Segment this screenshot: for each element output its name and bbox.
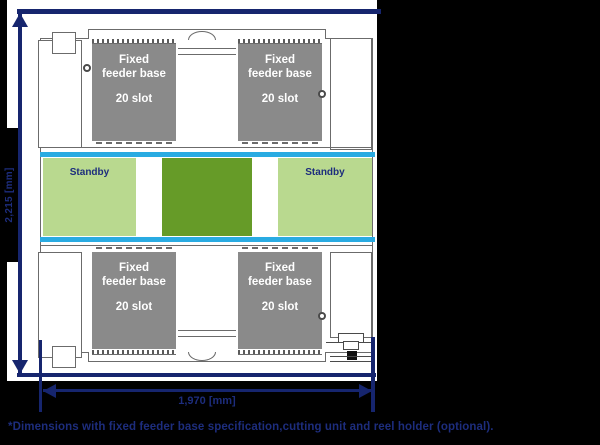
feeder-base-label-line: feeder base <box>102 276 166 288</box>
footnote-text: *Dimensions with fixed feeder base speci… <box>8 421 494 433</box>
monitor-box-top-left <box>52 32 76 54</box>
feeder-base-label-line: Fixed <box>264 262 296 274</box>
center-gap-line <box>178 48 236 49</box>
center-work-zone <box>162 158 252 236</box>
knob-icon <box>318 90 326 98</box>
extension-line-left <box>39 340 42 412</box>
standby-label: Standby <box>305 167 345 178</box>
cabinet-bottom-right <box>330 252 372 338</box>
standby-zone-left: Standby <box>43 158 136 236</box>
feeder-base-label-line: feeder base <box>248 68 312 80</box>
feeder-base-bottom-left: Fixed feeder base 20 slot <box>92 252 176 349</box>
center-gap-line <box>178 336 236 337</box>
option-widget-block <box>347 351 357 360</box>
bottom-boundary-line <box>17 373 376 377</box>
bottom-block-base-line <box>40 245 372 246</box>
feeder-base-label-line: Fixed <box>118 54 150 66</box>
dimension-arrow-up-icon <box>12 13 28 27</box>
slot-tick-line <box>242 247 318 249</box>
feeder-base-label-line: Fixed <box>118 262 150 274</box>
feeder-slots-bottom-right <box>238 350 322 355</box>
feeder-base-label-line: Fixed <box>264 54 296 66</box>
top-block-base-line <box>40 147 372 148</box>
cabinet-top-right <box>330 38 372 150</box>
knob-icon <box>83 64 91 72</box>
cabinet-top-left <box>38 40 82 148</box>
feeder-base-slot-count: 20 slot <box>261 301 299 313</box>
conveyor-rail-top <box>40 152 375 157</box>
dimension-arrow-left-icon <box>43 384 56 398</box>
option-widget-line <box>330 361 372 362</box>
option-widget-line <box>330 356 372 357</box>
center-gap-line <box>178 54 236 55</box>
vertical-dimension-line <box>18 14 22 374</box>
feeder-base-top-left: Fixed feeder base 20 slot <box>92 44 176 141</box>
feeder-base-slot-count: 20 slot <box>115 93 153 105</box>
feeder-slots-top-left <box>92 39 176 44</box>
feeder-base-label-line: feeder base <box>102 68 166 80</box>
horizontal-dimension-line <box>43 389 372 392</box>
option-widget-bracket <box>343 341 359 350</box>
feeder-slots-top-right <box>238 39 322 44</box>
slot-tick-line <box>96 142 172 144</box>
center-gap-line <box>178 330 236 331</box>
extension-line-right <box>371 337 375 412</box>
standby-label: Standby <box>69 167 110 178</box>
vertical-label-backdrop <box>0 128 18 262</box>
monitor-box-bottom-left <box>52 346 76 368</box>
feeder-base-label-line: feeder base <box>248 276 312 288</box>
knob-icon <box>318 312 326 320</box>
top-boundary-line <box>17 9 381 14</box>
slot-tick-line <box>242 142 318 144</box>
dimension-arrow-right-icon <box>359 384 372 398</box>
feeder-base-slot-count: 20 slot <box>261 93 299 105</box>
height-dimension-label: 2,215 [mm] <box>4 167 15 223</box>
slot-tick-line <box>96 247 172 249</box>
cabinet-bottom-left <box>38 252 82 358</box>
standby-zone-right: Standby <box>278 158 372 236</box>
feeder-slots-bottom-left <box>92 350 176 355</box>
feeder-base-top-right: Fixed feeder base 20 slot <box>238 44 322 141</box>
dimension-arrow-down-icon <box>12 360 28 374</box>
width-dimension-label: 1,970 [mm] <box>178 395 236 407</box>
conveyor-rail-bottom <box>40 237 375 242</box>
feeder-base-bottom-right: Fixed feeder base 20 slot <box>238 252 322 349</box>
feeder-base-slot-count: 20 slot <box>115 301 153 313</box>
